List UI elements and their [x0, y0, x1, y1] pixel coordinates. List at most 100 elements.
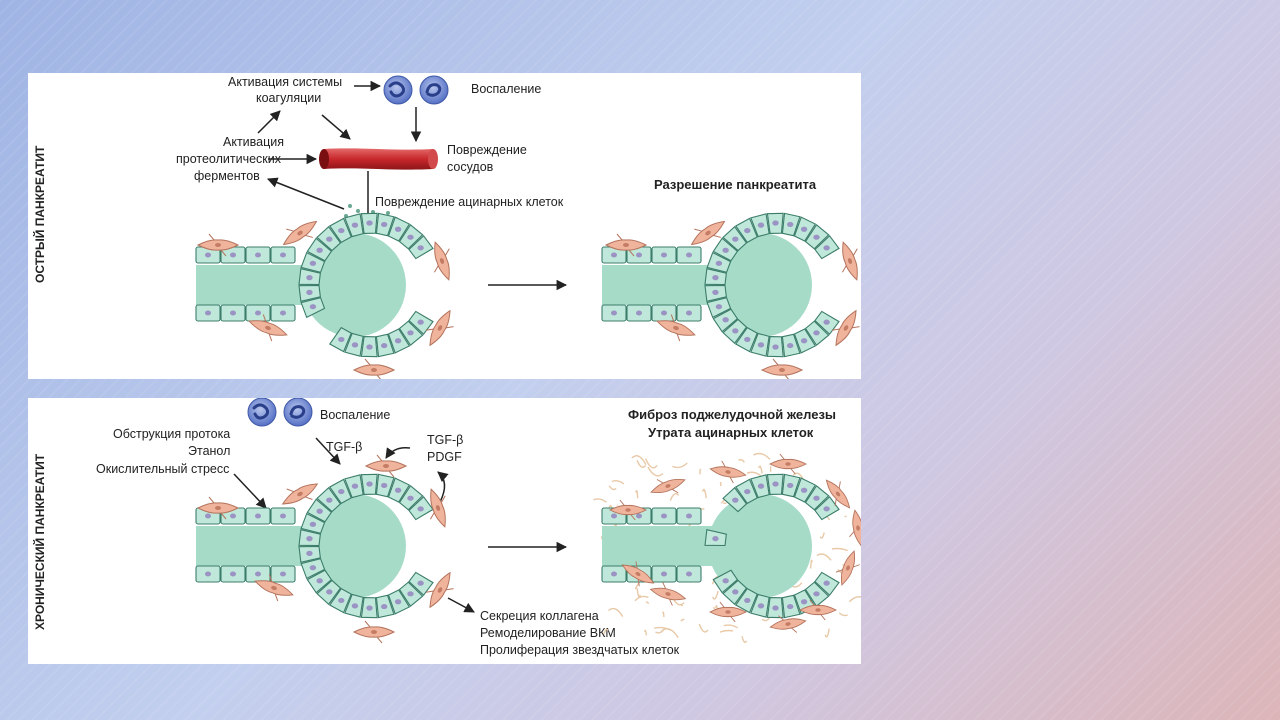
- stellate-cell-icon: [709, 460, 747, 484]
- tgf-label-2: TGF-β: [427, 433, 463, 447]
- cell-nucleus: [732, 589, 739, 595]
- tgf-label: TGF-β: [326, 440, 362, 454]
- stellate-cell-icon: [649, 582, 687, 606]
- stellate-cell-icon: [352, 620, 396, 644]
- cell-nucleus: [316, 578, 323, 584]
- leukocyte-icon: [283, 398, 313, 427]
- cell-nucleus: [230, 252, 236, 258]
- arrow: [233, 473, 267, 509]
- stellate-cell-icon: [425, 571, 454, 609]
- cell-nucleus: [757, 603, 765, 609]
- cell-nucleus: [417, 319, 424, 325]
- cell-nucleus: [800, 487, 808, 493]
- cell-nucleus: [636, 310, 642, 316]
- stellate-cell-icon: [621, 561, 655, 587]
- cell-nucleus: [813, 330, 820, 336]
- stellate-cell-icon: [282, 220, 318, 246]
- cell-nucleus: [661, 513, 667, 519]
- arrow: [385, 446, 411, 459]
- cell-nucleus: [772, 220, 779, 226]
- pdgf-label: PDGF: [427, 450, 462, 464]
- cell-nucleus: [744, 597, 751, 604]
- stellate-cell-icon: [429, 488, 446, 528]
- inflammation-label: Воспаление: [471, 82, 541, 96]
- cell-nucleus: [417, 580, 424, 586]
- cell-nucleus: [255, 513, 261, 519]
- stellate-cell-icon: [196, 496, 240, 520]
- chronic-vertical-title: ХРОНИЧЕСКИЙ ПАНКРЕАТИТ: [32, 453, 47, 630]
- arrow: [315, 437, 341, 465]
- cell-nucleus: [722, 317, 729, 323]
- cell-nucleus: [800, 226, 808, 232]
- cell-nucleus: [823, 580, 830, 586]
- fibrosis-label: Фиброз поджелудочной железы: [628, 407, 836, 422]
- acute-vertical-title: ОСТРЫЙ ПАНКРЕАТИТ: [32, 145, 47, 283]
- cell-nucleus: [255, 252, 261, 258]
- cell-nucleus: [407, 234, 414, 240]
- cell-nucleus: [205, 310, 211, 316]
- cell-nucleus: [611, 513, 617, 519]
- resolution-label: Разрешение панкреатита: [654, 177, 817, 192]
- cell-nucleus: [380, 603, 388, 610]
- stellate-cell-icon: [364, 454, 408, 478]
- stellate-cell-icon: [352, 358, 396, 379]
- cell-nucleus: [205, 571, 211, 577]
- cell-nucleus: [800, 338, 808, 344]
- leukocyte-icon: [419, 75, 449, 105]
- cell-nucleus: [380, 221, 388, 228]
- cell-nucleus: [394, 599, 402, 605]
- cell-nucleus: [636, 252, 642, 258]
- cell-nucleus: [280, 571, 286, 577]
- cell-nucleus: [813, 591, 820, 597]
- cell-nucleus: [813, 495, 820, 501]
- stellate-cell-icon: [831, 309, 860, 347]
- acinar-damage-label: Повреждение ацинарных клеток: [375, 195, 564, 209]
- chronic-pancreatitis-panel: ХРОНИЧЕСКИЙ ПАНКРЕАТИТ Воспаление Обстру…: [28, 398, 861, 664]
- stellate-cell-icon: [798, 599, 838, 621]
- cell-nucleus: [712, 289, 719, 295]
- cell-nucleus: [338, 336, 345, 343]
- acinus-fibrotic: [601, 473, 840, 619]
- cell-nucleus: [394, 226, 402, 232]
- cell-nucleus: [661, 310, 667, 316]
- cell-nucleus: [255, 310, 261, 316]
- cell-nucleus: [813, 234, 820, 240]
- cell-nucleus: [407, 591, 414, 597]
- cell-nucleus: [712, 275, 719, 281]
- cell-nucleus: [757, 483, 765, 489]
- cell-nucleus: [326, 589, 333, 595]
- cell-nucleus: [417, 506, 424, 512]
- cell-nucleus: [205, 513, 211, 519]
- cell-nucleus: [686, 513, 692, 519]
- cell-nucleus: [326, 497, 333, 503]
- cell-nucleus: [661, 252, 667, 258]
- cell-nucleus: [326, 236, 333, 242]
- cell-nucleus: [772, 481, 779, 487]
- cell-nucleus: [230, 310, 236, 316]
- stellate-cells: [196, 220, 860, 379]
- arrow: [257, 110, 281, 134]
- cell-nucleus: [306, 536, 313, 542]
- leukocyte-icon: [383, 75, 413, 105]
- cell-nucleus: [786, 603, 794, 610]
- stellate-cell-icon: [281, 483, 319, 505]
- acinus-left: [195, 212, 434, 358]
- arrow: [267, 177, 345, 210]
- cell-nucleus: [280, 513, 286, 519]
- cell-nucleus: [309, 260, 317, 266]
- cell-nucleus: [712, 536, 719, 542]
- cell-nucleus: [230, 571, 236, 577]
- coagulation-label-1: Активация системы: [228, 75, 342, 89]
- stellate-cells: [196, 453, 861, 644]
- stellate-cell-icon: [650, 478, 686, 494]
- cell-nucleus: [316, 247, 323, 253]
- cell-nucleus: [280, 310, 286, 316]
- cell-nucleus: [255, 571, 261, 577]
- proteolytic-label-2: протеолитических: [176, 152, 282, 166]
- cell-nucleus: [351, 342, 359, 348]
- stellate-cell-icon: [196, 233, 240, 257]
- arrow: [437, 471, 449, 503]
- cell-nucleus: [686, 252, 692, 258]
- cell-nucleus: [823, 319, 830, 325]
- cell-nucleus: [772, 344, 779, 350]
